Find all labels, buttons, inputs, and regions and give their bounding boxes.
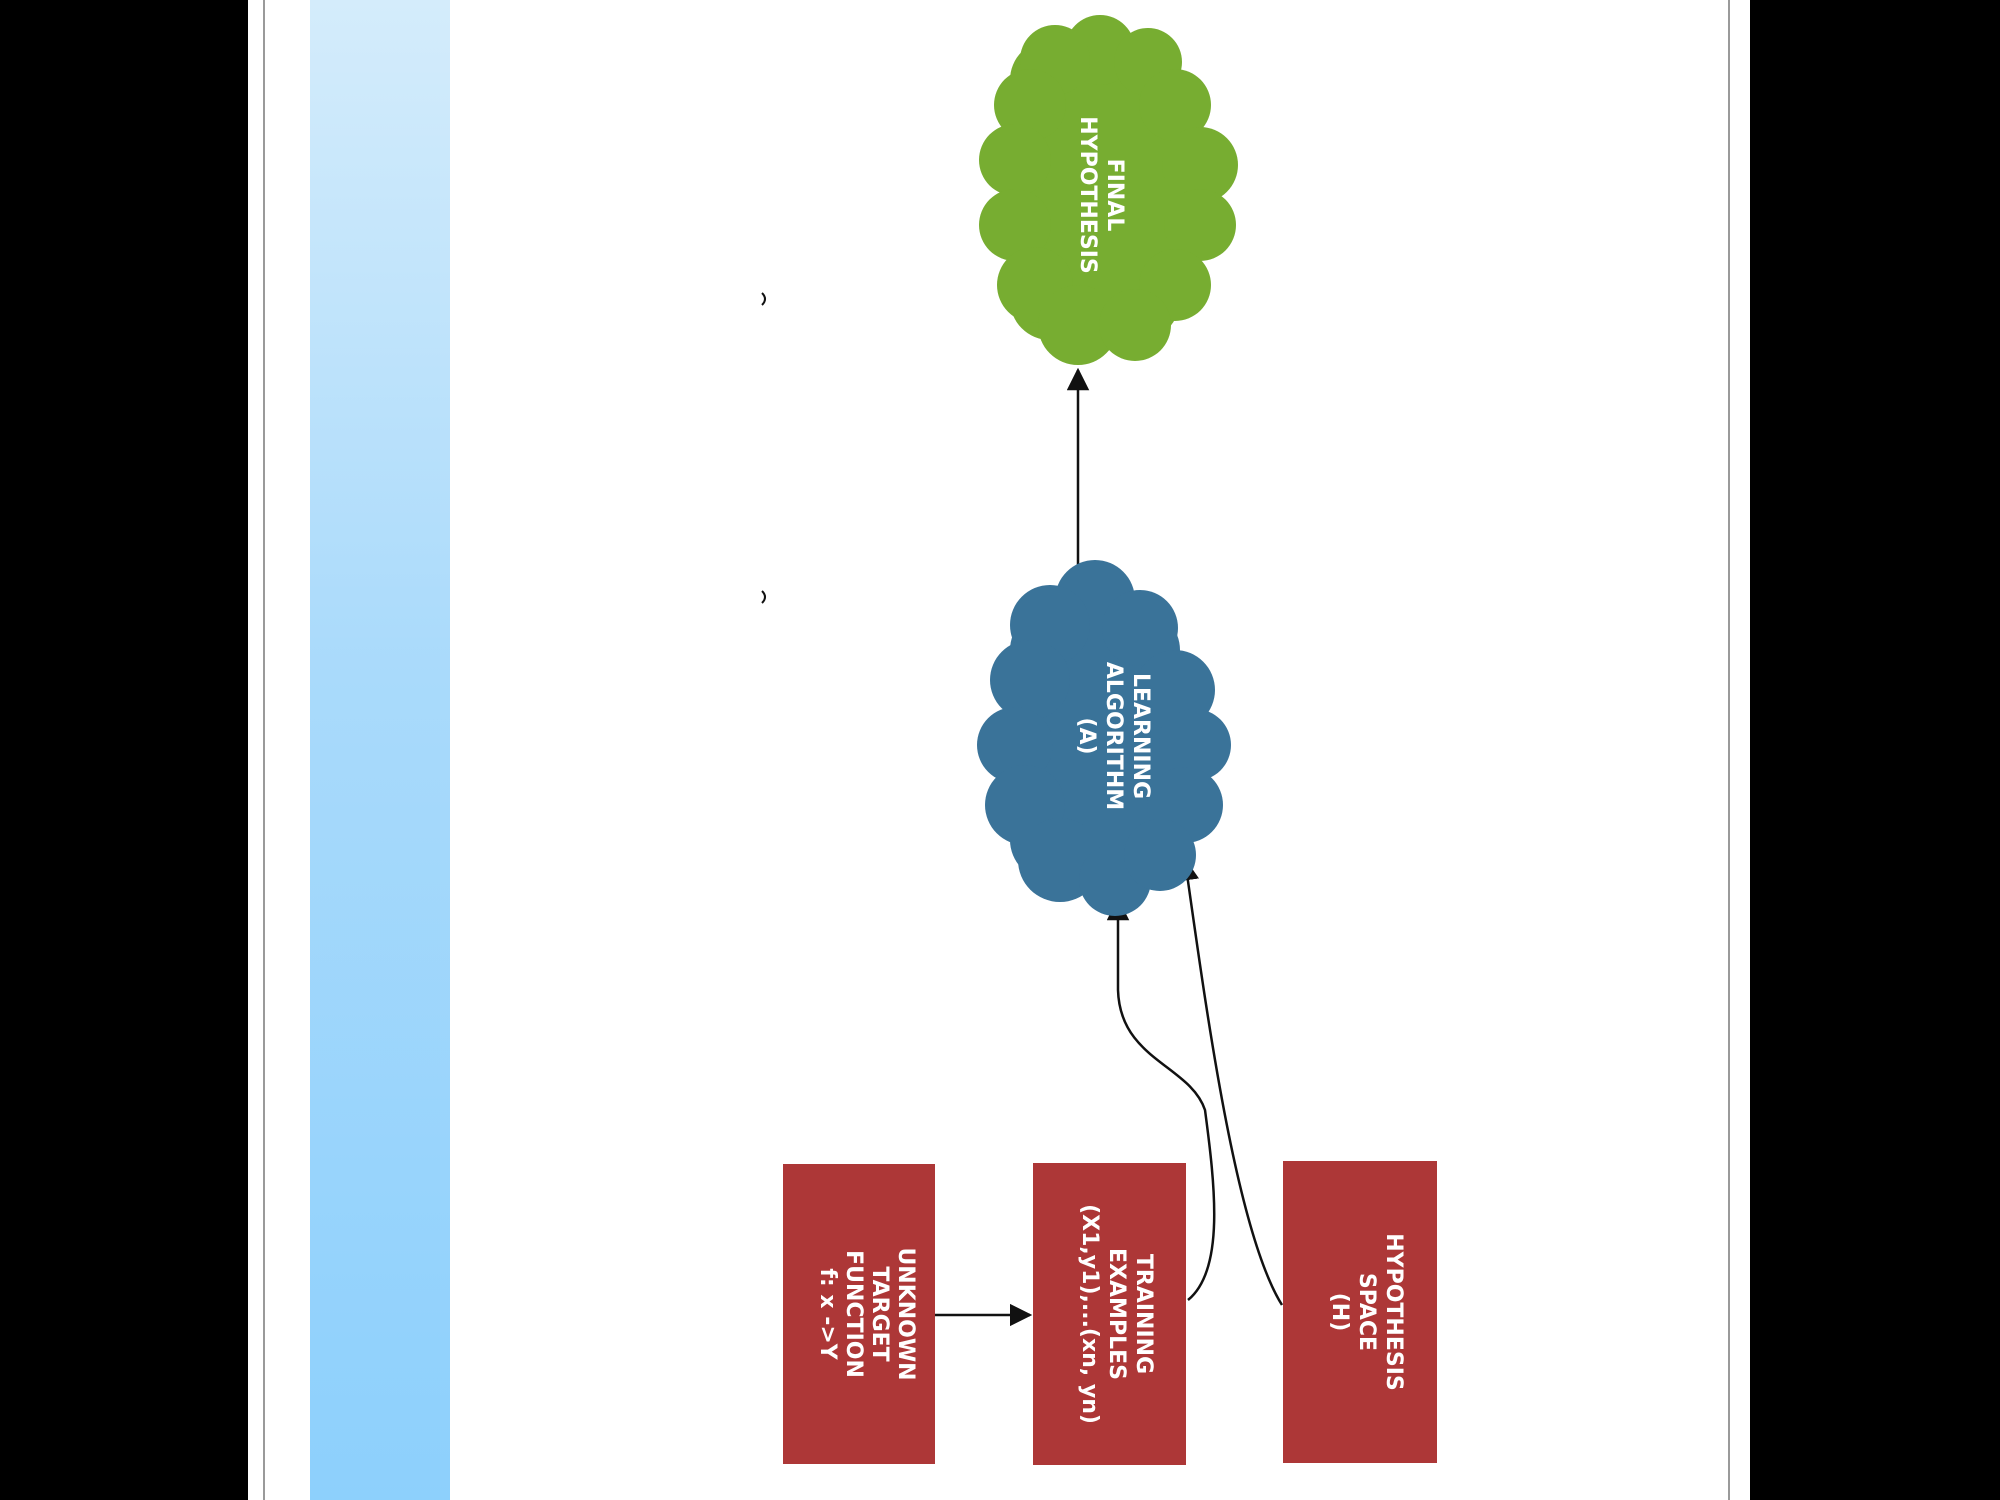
stray-mark xyxy=(761,292,766,306)
training-examples-line3: (X1,y1),...(xn, yn) xyxy=(1077,1204,1102,1424)
final-hypothesis-label: FINAL HYPOTHESIS xyxy=(1075,116,1127,274)
final-hypothesis-line2: HYPOTHESIS xyxy=(1075,116,1100,274)
training-examples-label: TRAINING EXAMPLES (X1,y1),...(xn, yn) xyxy=(1077,1204,1156,1424)
unknown-target-box xyxy=(783,1164,935,1464)
training-examples-line1: TRAINING xyxy=(1131,1254,1156,1374)
connectors xyxy=(935,367,1284,1327)
stray-mark xyxy=(761,590,766,604)
page-border-left xyxy=(263,0,265,1500)
hypothesis-space-label: HYPOTHESIS SPACE (H) xyxy=(1327,1233,1406,1391)
hypothesis-space-line3: (H) xyxy=(1327,1293,1352,1332)
final-hypothesis-cloud xyxy=(979,15,1238,365)
hypothesis-space-line2: SPACE xyxy=(1354,1273,1379,1351)
unknown-target-line4: f: x ->Y xyxy=(815,1268,840,1360)
arrow-hypothesis-to-learning xyxy=(1176,857,1284,1306)
final-hypothesis-line1: FINAL xyxy=(1102,159,1127,232)
decorative-gradient-strip xyxy=(310,0,450,1500)
arrow-training-to-learning xyxy=(1106,897,1216,1301)
learning-algorithm-label: LEARNING ALGORITHM (A) xyxy=(1074,662,1153,810)
unknown-target-label: UNKNOWN TARGET FUNCTION f: x ->Y xyxy=(815,1247,918,1380)
training-examples-line2: EXAMPLES xyxy=(1104,1248,1129,1380)
hypothesis-space-line1: HYPOTHESIS xyxy=(1381,1233,1406,1391)
unknown-target-line2: TARGET xyxy=(867,1266,892,1361)
learning-algorithm-cloud xyxy=(977,560,1231,916)
learning-algorithm-line1: LEARNING xyxy=(1128,673,1153,799)
unknown-target-line3: FUNCTION xyxy=(841,1250,866,1378)
learning-algorithm-line3: (A) xyxy=(1074,717,1099,754)
page-border-right xyxy=(1728,0,1730,1500)
hypothesis-space-box xyxy=(1283,1161,1437,1463)
training-examples-box xyxy=(1033,1163,1186,1465)
unknown-target-line1: UNKNOWN xyxy=(893,1247,918,1380)
learning-algorithm-line2: ALGORITHM xyxy=(1101,662,1126,810)
